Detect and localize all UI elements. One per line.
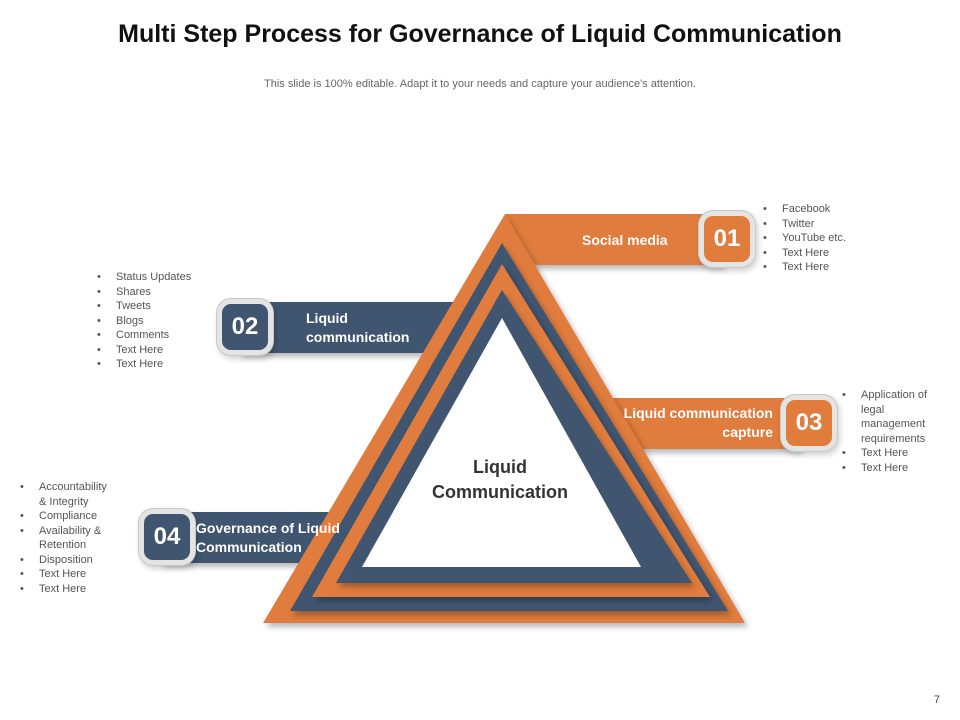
step-02-label: Liquid communication [306, 310, 410, 345]
list-item: YouTube etc. [763, 231, 846, 246]
slide-subtitle: This slide is 100% editable. Adapt it to… [264, 78, 696, 90]
list-item: & Integrity [39, 495, 89, 508]
list-item: Application of [842, 388, 927, 403]
triangle-center-white [362, 318, 641, 567]
step-02-banner [240, 302, 482, 353]
list-item: Facebook [763, 202, 846, 217]
list-item: Compliance [20, 509, 107, 524]
center-label: Liquid Communication [431, 457, 568, 502]
page-number: 7 [933, 694, 940, 706]
list-item: Disposition [20, 553, 107, 568]
list-item: requirements [861, 432, 926, 445]
list-item: Text Here [842, 461, 927, 476]
list-item: Text Here [20, 582, 107, 597]
list-item: Status Updates [97, 270, 191, 285]
step-02-badge: 02 [222, 304, 268, 350]
list-item: Retention [39, 539, 87, 551]
step-03-badge: 03 [786, 400, 832, 446]
slide-title: Multi Step Process for Governance of Liq… [118, 20, 842, 48]
list-item: Shares [97, 285, 191, 300]
list-item: Accountability [20, 480, 107, 495]
list-item: Availability & [20, 524, 107, 539]
step-01-bullets: Facebook Twitter YouTube etc. Text Here … [763, 202, 846, 275]
list-item: legal [861, 403, 885, 416]
step-01-label: Social media [582, 232, 668, 248]
list-item: Blogs [97, 314, 191, 329]
step-04-label: Governance of Liquid Communication [196, 520, 340, 555]
step-04-badge: 04 [144, 514, 190, 560]
list-item: Tweets [97, 299, 191, 314]
list-item: Text Here [20, 567, 107, 582]
step-01-banner [505, 214, 722, 265]
list-item: Twitter [763, 217, 846, 232]
step-04-bullets: Accountability & Integrity Compliance Av… [20, 480, 107, 596]
list-item: Text Here [763, 260, 846, 275]
step-01-badge: 01 [704, 216, 750, 262]
list-item: Text Here [97, 343, 191, 358]
list-item: management [861, 418, 926, 430]
list-item: Text Here [763, 246, 846, 261]
step-02-bullets: Status Updates Shares Tweets Blogs Comme… [97, 270, 191, 372]
list-item: Text Here [97, 357, 191, 372]
step-03-bullets: Application of legal management requirem… [842, 388, 927, 475]
list-item: Text Here [842, 446, 927, 461]
list-item: Comments [97, 328, 191, 343]
step-03-label: Liquid communication capture [623, 405, 773, 440]
